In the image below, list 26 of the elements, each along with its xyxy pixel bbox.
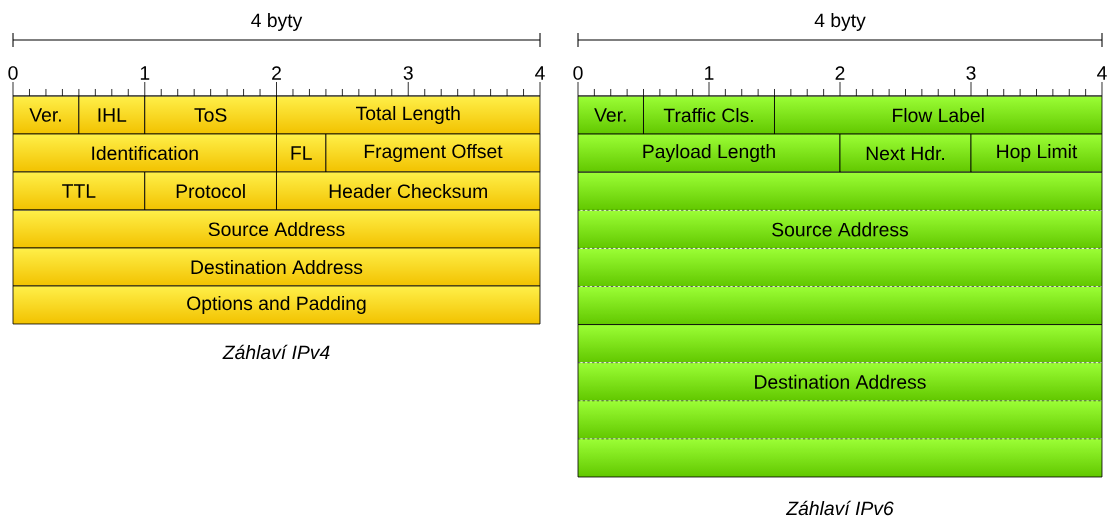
field-box: Destination Address <box>12 247 541 287</box>
tick-label: 0 <box>8 66 18 80</box>
field-box: Source Address <box>577 171 1103 325</box>
field-box: Hop Limit <box>970 133 1103 173</box>
tick-label: 2 <box>272 66 281 80</box>
dimension-label: 4 byty <box>251 13 303 31</box>
field-box: Next Hdr. <box>839 133 972 173</box>
tick-label: 4 <box>535 66 545 80</box>
tick-label: 2 <box>835 66 845 80</box>
field-box: TTL <box>12 171 146 211</box>
field-box: Options and Padding <box>12 285 541 325</box>
tick-label: 4 <box>1097 66 1107 80</box>
dimension-label: 4 byty <box>814 13 866 31</box>
field-box: FL <box>276 133 327 173</box>
tick-label: 3 <box>403 66 413 80</box>
tick-label: 1 <box>705 66 714 80</box>
tick-label: 0 <box>573 66 583 80</box>
caption: Záhlaví IPv4 <box>222 344 330 360</box>
tick-label: 1 <box>140 66 150 80</box>
field-box: IHL <box>78 95 146 135</box>
field-box: Ver. <box>577 95 644 135</box>
field-box: Protocol <box>144 171 277 211</box>
field-box: Destination Address <box>577 324 1103 478</box>
tick-label: 3 <box>966 66 976 80</box>
field-box: Ver. <box>12 95 80 135</box>
caption: Záhlaví IPv6 <box>785 500 894 516</box>
